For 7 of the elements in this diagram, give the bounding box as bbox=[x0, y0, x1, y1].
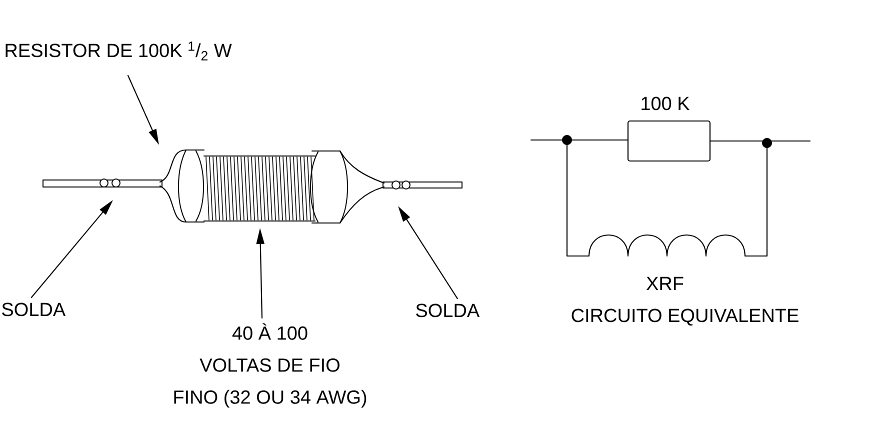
value-label: 100 K bbox=[642, 96, 690, 110]
callout-text: 40 À 100 VOLTAS DE FIO FINO (32 OU 34 AWG) bbox=[174, 323, 366, 408]
inductor-label: XRF bbox=[646, 276, 684, 290]
callout-text: SOLDA bbox=[2, 302, 66, 316]
callout-text: RESISTOR DE 100K $^{1}$/$_{2}$ W bbox=[6, 42, 232, 60]
circuit-caption: CIRCUITO EQUIVALENTE bbox=[572, 308, 798, 326]
callout-text: SOLDA bbox=[416, 304, 480, 318]
